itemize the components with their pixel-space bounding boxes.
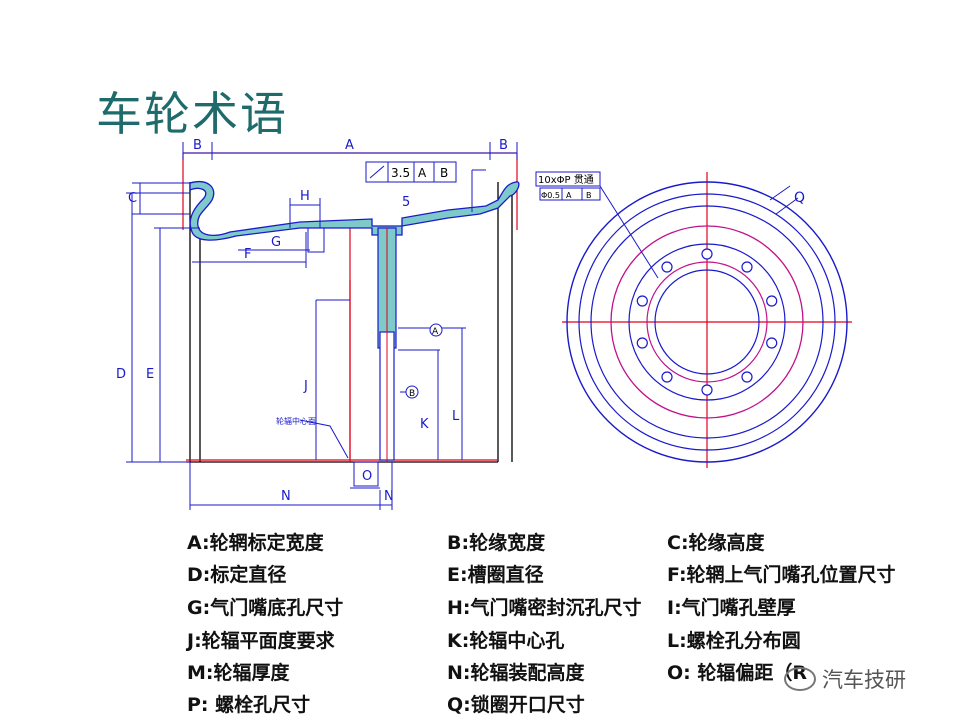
bolt-hole bbox=[661, 261, 673, 273]
bolt-tol-value: Φ0.5 bbox=[541, 191, 560, 200]
dim-o: O bbox=[362, 469, 372, 484]
dim-a: A bbox=[345, 138, 354, 153]
dim-e: E bbox=[146, 367, 154, 382]
tol-value: 3.5 bbox=[391, 166, 410, 180]
bolt-tol-a: A bbox=[566, 191, 572, 200]
dimension-lines bbox=[126, 142, 518, 510]
datum-b-label: B bbox=[409, 389, 415, 399]
bolt-hole bbox=[636, 337, 648, 349]
legend-m: M:轮辐厚度 bbox=[187, 662, 290, 684]
dim-f: F bbox=[244, 247, 251, 262]
dim-n: N bbox=[281, 489, 291, 504]
page-title: 车轮术语 bbox=[96, 87, 288, 141]
legend-h: H:气门嘴密封沉孔尺寸 bbox=[447, 597, 642, 619]
watermark: 汽车技研 bbox=[784, 664, 906, 694]
datum-markers: A B bbox=[405, 323, 443, 399]
front-annotation-text: 10xΦP 贯通 Φ0.5 A B Q bbox=[538, 174, 805, 206]
dim-q: Q bbox=[794, 190, 805, 206]
dim-j: J bbox=[303, 379, 308, 394]
bolt-hole bbox=[741, 371, 753, 383]
legend-o: O: 轮辐偏距（R bbox=[667, 658, 807, 685]
dim-k: K bbox=[420, 417, 429, 432]
dim-l: L bbox=[452, 409, 460, 424]
watermark-text: 汽车技研 bbox=[822, 668, 906, 692]
bolt-hole bbox=[661, 371, 673, 383]
dim-d: D bbox=[116, 367, 126, 382]
legend-c: C:轮缘高度 bbox=[667, 532, 765, 554]
legend-q: Q:锁圈开口尺寸 bbox=[447, 694, 585, 716]
front-view bbox=[562, 172, 852, 468]
dim-n-right: N bbox=[384, 489, 394, 504]
bolt-hole bbox=[701, 248, 713, 260]
bolt-tol-b: B bbox=[586, 191, 592, 200]
section-frame bbox=[186, 182, 513, 463]
chat-bubble-icon bbox=[784, 667, 816, 691]
legend-k: K:轮辐中心孔 bbox=[447, 630, 565, 652]
legend-b: B:轮缘宽度 bbox=[447, 532, 546, 554]
datum-a-label: A bbox=[432, 327, 439, 337]
bolt-hole bbox=[636, 295, 648, 307]
legend-i: I:气门嘴孔壁厚 bbox=[667, 597, 796, 619]
bolt-hole bbox=[766, 337, 778, 349]
rim-profile bbox=[189, 181, 520, 241]
bolt-hole bbox=[741, 261, 753, 273]
dim-c: C bbox=[128, 191, 137, 206]
legend-p: P: 螺栓孔尺寸 bbox=[187, 694, 311, 716]
legend-n: N:轮辐装配高度 bbox=[447, 662, 585, 684]
legend-j: J:轮辐平面度要求 bbox=[187, 630, 335, 652]
dim-b-left: B bbox=[193, 138, 202, 153]
tolerance-frame: 3.5 A B bbox=[365, 161, 457, 183]
bolt-holes bbox=[636, 248, 778, 396]
legend-o-text: O: 轮辐偏距（R bbox=[667, 662, 807, 684]
front-annotations bbox=[535, 171, 799, 279]
legend-a: A:轮辋标定宽度 bbox=[187, 532, 324, 554]
legend-l: L:螺栓孔分布圆 bbox=[667, 630, 801, 652]
bolt-note: 10xΦP 贯通 bbox=[538, 174, 594, 186]
bolt-hole bbox=[701, 384, 713, 396]
dim-h: H bbox=[300, 189, 310, 204]
dimension-letters: A B B C D E F G H 5 J K L O N N bbox=[116, 138, 508, 504]
bolt-hole bbox=[766, 295, 778, 307]
red-center-lines bbox=[182, 152, 518, 462]
center-plane-note: 轮辐中心面 bbox=[276, 416, 316, 426]
legend-g: G:气门嘴底孔尺寸 bbox=[187, 597, 344, 619]
legend-d: D:标定直径 bbox=[187, 564, 287, 586]
legend-f: F:轮辋上气门嘴孔位置尺寸 bbox=[667, 564, 896, 586]
legend-e: E:槽圈直径 bbox=[447, 564, 544, 586]
tol-datum-b: B bbox=[440, 166, 448, 180]
dim-g: G bbox=[271, 235, 281, 250]
dim-b-right: B bbox=[499, 138, 508, 153]
tol-datum-a: A bbox=[418, 166, 427, 180]
wheel-disc bbox=[377, 227, 397, 462]
dim-i: 5 bbox=[402, 195, 410, 210]
